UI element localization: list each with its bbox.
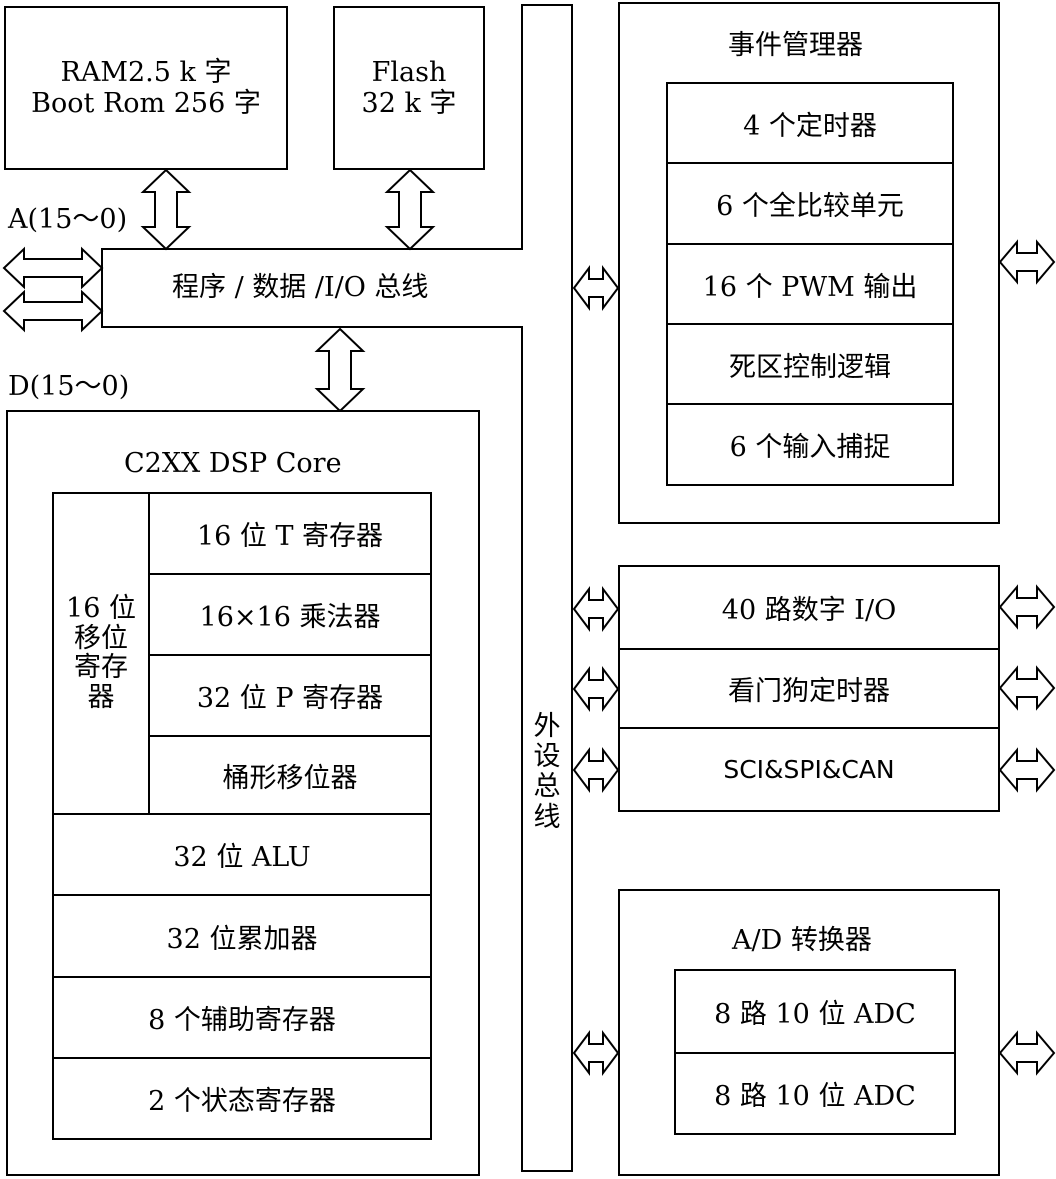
watchdog-bus-arrow	[572, 666, 620, 712]
event-manager-title: 事件管理器	[728, 30, 863, 61]
flash-size-label: 32 k 字	[361, 88, 457, 119]
shift-register-cell: 16 位 移位 寄存 器	[52, 492, 150, 815]
event-manager-item: 4 个定时器	[666, 82, 954, 164]
peripheral-bus-label: 外 设 总 线	[531, 711, 563, 833]
program-bus-label: 程序 / 数据 /I/O 总线	[172, 272, 429, 303]
ram-box: RAM2.5 k 字 Boot Rom 256 字	[4, 6, 288, 170]
event-manager-item: 16 个 PWM 输出	[666, 243, 954, 325]
peripheral-bus-char: 设	[533, 741, 561, 773]
watchdog-cell: 看门狗定时器	[618, 648, 1000, 729]
shift-register-text: 移位	[74, 622, 128, 654]
serial-cell: SCI&SPI&CAN	[618, 727, 1000, 812]
bus-shape	[101, 4, 573, 1172]
address-bus-label: A(15～0)	[8, 204, 128, 235]
aux-registers-cell: 8 个辅助寄存器	[52, 976, 432, 1059]
peripheral-bus-char: 总	[533, 771, 561, 803]
barrel-shifter-cell: 桶形移位器	[148, 735, 432, 815]
ram-bus-arrow	[140, 168, 192, 251]
shift-register-text: 器	[87, 682, 115, 714]
accumulator-cell: 32 位累加器	[52, 894, 432, 978]
digital-io-bus-arrow	[572, 586, 620, 632]
digital-io-external-arrow	[998, 584, 1056, 630]
dsp-core-title: C2XX DSP Core	[124, 448, 342, 479]
status-registers-cell: 2 个状态寄存器	[52, 1057, 432, 1140]
event-manager-item: 6 个输入捕捉	[666, 403, 954, 486]
adc-title: A/D 转换器	[732, 925, 872, 956]
event-manager-external-arrow	[998, 239, 1056, 285]
ram-label: RAM2.5 k 字	[60, 56, 232, 88]
peripheral-bus-char: 外	[533, 711, 561, 742]
flash-label: Flash	[371, 56, 447, 88]
data-external-arrow	[2, 289, 104, 333]
peripheral-bus-char: 线	[533, 801, 561, 833]
data-bus-label: D(15～0)	[8, 371, 130, 402]
boot-rom-label: Boot Rom 256 字	[31, 88, 261, 119]
alu-cell: 32 位 ALU	[52, 813, 432, 896]
event-manager-item: 死区控制逻辑	[666, 323, 954, 405]
multiplier-cell: 16×16 乘法器	[148, 573, 432, 656]
shift-register-text: 16 位	[66, 593, 136, 624]
core-bus-arrow	[314, 327, 366, 413]
flash-box: Flash 32 k 字	[333, 6, 485, 170]
shift-register-text: 寄存	[74, 652, 128, 684]
t-register-cell: 16 位 T 寄存器	[148, 492, 432, 575]
watchdog-external-arrow	[998, 665, 1056, 711]
p-register-cell: 32 位 P 寄存器	[148, 654, 432, 737]
digital-io-cell: 40 路数字 I/O	[618, 565, 1000, 650]
adc-item: 8 路 10 位 ADC	[674, 969, 956, 1054]
serial-external-arrow	[998, 747, 1056, 793]
adc-bus-arrow	[572, 1030, 620, 1076]
event-manager-bus-arrow	[572, 265, 620, 311]
serial-bus-arrow	[572, 747, 620, 793]
flash-bus-arrow	[384, 168, 436, 251]
adc-item: 8 路 10 位 ADC	[674, 1052, 956, 1135]
adc-external-arrow	[998, 1030, 1056, 1076]
address-external-arrow	[2, 246, 104, 290]
event-manager-item: 6 个全比较单元	[666, 162, 954, 245]
